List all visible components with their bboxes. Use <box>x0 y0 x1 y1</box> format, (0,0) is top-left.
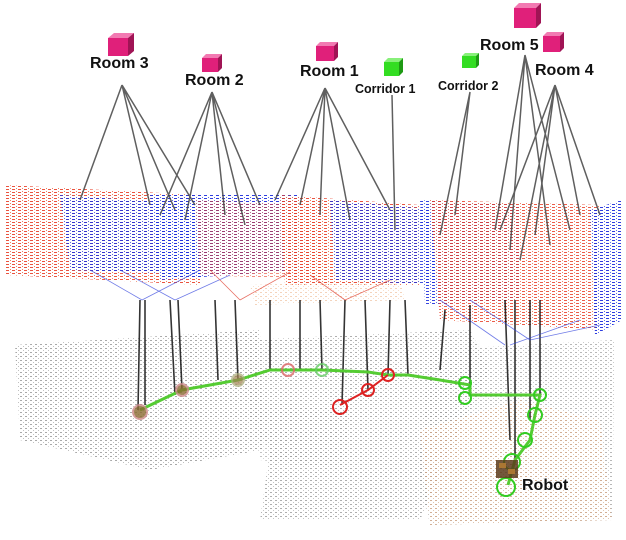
wall-point-cloud <box>5 185 622 335</box>
room-4-label: Room 4 <box>535 62 594 79</box>
room-1-node <box>316 42 338 61</box>
keyframe-poses <box>132 363 547 497</box>
corridor-2-node <box>462 53 479 68</box>
graph-edges-lower <box>137 299 541 460</box>
wall-convergence-lines <box>89 269 601 346</box>
room-4-node <box>543 32 564 52</box>
room-3-label: Room 3 <box>90 55 149 72</box>
room-5-label: Room 5 <box>480 37 539 54</box>
robot-label: Robot <box>522 477 569 494</box>
room-1-label: Room 1 <box>300 63 359 80</box>
room-5-node <box>514 3 541 28</box>
robot-marker <box>496 460 518 478</box>
room-3-node <box>108 33 134 56</box>
room-2-node <box>202 54 222 72</box>
graph-edges-upper <box>79 54 601 261</box>
corridor-2-label: Corridor 2 <box>438 79 498 93</box>
room-2-label: Room 2 <box>185 72 244 89</box>
corridor-1-label: Corridor 1 <box>355 82 415 96</box>
corridor-1-node <box>384 58 403 76</box>
